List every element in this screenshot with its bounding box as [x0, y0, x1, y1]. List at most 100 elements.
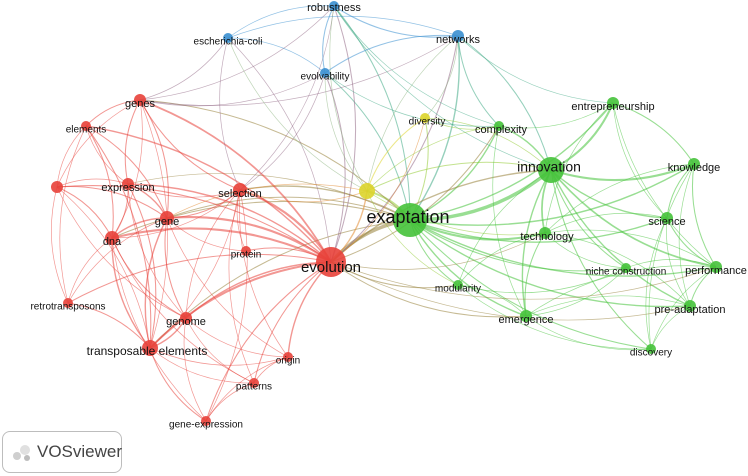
- link-gene-retrotransposons: [67, 217, 168, 304]
- link-unlabeled-red-retrotransposons: [51, 186, 69, 304]
- label-expression[interactable]: expression: [101, 182, 154, 194]
- label-elements[interactable]: elements: [66, 125, 107, 136]
- link-evolution-genome: [185, 261, 332, 319]
- link-genes-escherichia-coli: [139, 37, 229, 101]
- label-innovation[interactable]: innovation: [517, 159, 581, 175]
- node-transposable-elements[interactable]: [142, 340, 158, 356]
- node-technology[interactable]: [539, 227, 551, 239]
- node-evolvability[interactable]: [320, 68, 330, 78]
- node-entrepreneurship[interactable]: [607, 97, 619, 109]
- link-exaptation-dna: [111, 200, 411, 239]
- link-exaptation-emergence: [409, 219, 527, 317]
- link-performance-niche-construction: [625, 259, 717, 269]
- link-networks-evolvability: [324, 34, 459, 74]
- node-complexity[interactable]: [494, 121, 504, 131]
- link-escherichia-coli-unlabeled-yellow: [227, 37, 368, 192]
- link-science-performance: [666, 217, 717, 268]
- label-protein[interactable]: protein: [231, 250, 262, 261]
- node-discovery[interactable]: [646, 344, 656, 354]
- link-evolvability-unlabeled-yellow: [324, 72, 368, 192]
- label-dna[interactable]: dna: [103, 236, 122, 248]
- label-knowledge[interactable]: knowledge: [668, 162, 721, 174]
- label-robustness[interactable]: robustness: [307, 2, 361, 14]
- link-innovation-niche-construction: [550, 169, 627, 269]
- label-genes[interactable]: genes: [125, 98, 155, 110]
- link-unlabeled-red-genome: [56, 186, 187, 319]
- node-networks[interactable]: [452, 30, 464, 42]
- label-entrepreneurship[interactable]: entrepreneurship: [571, 101, 654, 113]
- link-evolvability-complexity: [324, 72, 500, 127]
- label-gene-expression[interactable]: gene-expression: [169, 420, 243, 431]
- link-evolution-patterns: [253, 261, 332, 384]
- label-evolvability[interactable]: evolvability: [301, 72, 350, 83]
- node-modularity[interactable]: [453, 280, 463, 290]
- node-evolution[interactable]: [316, 247, 346, 277]
- label-complexity[interactable]: complexity: [475, 124, 527, 136]
- label-emergence[interactable]: emergence: [498, 314, 553, 326]
- link-entrepreneurship-performance: [612, 102, 717, 268]
- link-robustness-networks: [333, 5, 459, 38]
- label-origin[interactable]: origin: [276, 356, 300, 367]
- label-discovery[interactable]: discovery: [630, 348, 672, 359]
- node-gene[interactable]: [160, 211, 174, 225]
- node-retrotransposons[interactable]: [63, 298, 73, 308]
- link-science-discovery: [645, 217, 668, 350]
- link-exaptation-innovation: [409, 168, 553, 222]
- node-expression[interactable]: [122, 178, 134, 190]
- label-niche-construction[interactable]: niche construction: [586, 267, 667, 278]
- label-genome[interactable]: genome: [166, 316, 206, 328]
- label-technology[interactable]: technology: [520, 231, 574, 243]
- node-knowledge[interactable]: [688, 158, 700, 170]
- node-selection[interactable]: [233, 183, 247, 197]
- node-unlabeled-red[interactable]: [51, 181, 63, 193]
- label-exaptation[interactable]: exaptation: [366, 207, 449, 227]
- link-pre-adaptation-emergence: [525, 295, 691, 317]
- node-gene-expression[interactable]: [201, 416, 211, 426]
- node-science[interactable]: [661, 212, 673, 224]
- node-patterns[interactable]: [249, 378, 259, 388]
- node-genes[interactable]: [134, 94, 146, 106]
- link-selection-unlabeled-yellow: [239, 189, 368, 203]
- label-selection[interactable]: selection: [218, 188, 261, 200]
- link-unlabeled-yellow-modularity: [366, 190, 459, 286]
- node-origin[interactable]: [283, 352, 293, 362]
- label-gene[interactable]: gene: [155, 216, 179, 228]
- link-exaptation-niche-construction: [409, 219, 627, 272]
- link-evolution-elements: [85, 125, 332, 263]
- link-exaptation-performance: [409, 219, 717, 277]
- node-exaptation[interactable]: [393, 203, 427, 237]
- link-dna-gene-expression: [111, 237, 207, 422]
- label-diversity[interactable]: diversity: [409, 117, 446, 128]
- link-knowledge-performance: [691, 163, 717, 268]
- label-modularity[interactable]: modularity: [435, 284, 481, 295]
- node-elements[interactable]: [81, 121, 91, 131]
- node-performance[interactable]: [710, 261, 722, 273]
- label-retrotransposons[interactable]: retrotransposons: [30, 302, 105, 313]
- link-unlabeled-yellow-gene: [166, 183, 368, 219]
- node-robustness[interactable]: [329, 1, 339, 11]
- link-expression-unlabeled-red: [56, 178, 129, 188]
- node-emergence[interactable]: [520, 310, 532, 322]
- node-protein[interactable]: [241, 246, 251, 256]
- node-escherichia-coli[interactable]: [223, 33, 233, 43]
- label-escherichia-coli[interactable]: escherichia-coli: [194, 37, 263, 48]
- node-unlabeled-yellow[interactable]: [359, 183, 375, 199]
- node-genome[interactable]: [180, 312, 192, 324]
- link-pre-adaptation-technology: [544, 232, 691, 307]
- node-innovation[interactable]: [538, 157, 564, 183]
- link-exaptation-expression: [127, 173, 411, 221]
- label-networks[interactable]: networks: [436, 34, 481, 46]
- node-niche-construction[interactable]: [621, 263, 631, 273]
- label-evolution[interactable]: evolution: [301, 259, 361, 276]
- node-diversity[interactable]: [420, 113, 430, 123]
- label-performance[interactable]: performance: [685, 265, 747, 277]
- label-pre-adaptation[interactable]: pre-adaptation: [655, 304, 726, 316]
- node-dna[interactable]: [105, 231, 119, 245]
- label-patterns[interactable]: patterns: [236, 382, 272, 393]
- node-pre-adaptation[interactable]: [684, 300, 696, 312]
- label-transposable-elements[interactable]: transposable elements: [87, 344, 208, 358]
- link-evolution-diversity: [330, 117, 426, 263]
- link-selection-origin: [239, 189, 289, 358]
- label-science[interactable]: science: [648, 216, 685, 228]
